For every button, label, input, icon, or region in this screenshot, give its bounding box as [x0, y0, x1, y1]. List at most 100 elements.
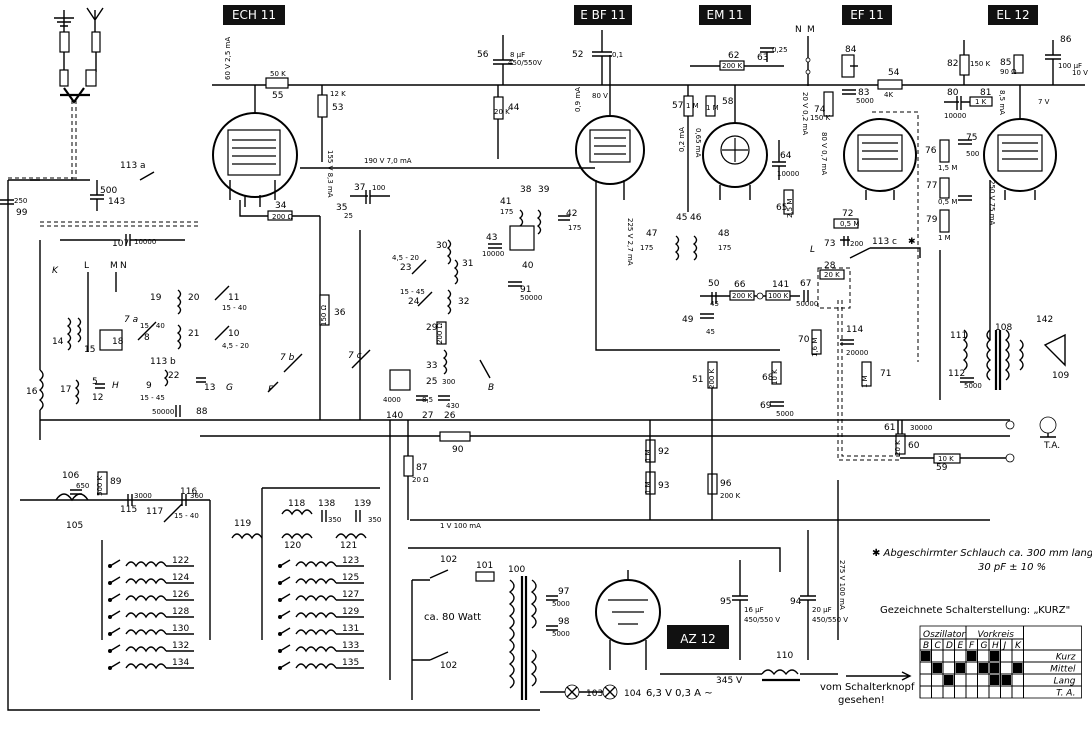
svg-text:96: 96: [720, 479, 732, 489]
svg-text:5000: 5000: [552, 630, 570, 638]
svg-text:20 V 0,2 mA: 20 V 0,2 mA: [801, 92, 809, 135]
svg-text:4,5 - 20: 4,5 - 20: [222, 342, 249, 350]
svg-text:67: 67: [800, 279, 811, 289]
svg-text:360: 360: [190, 492, 203, 500]
svg-text:81: 81: [980, 88, 991, 98]
svg-text:300: 300: [442, 378, 455, 386]
coil-133: 133: [278, 641, 364, 653]
svg-text:200 K: 200 K: [720, 492, 741, 500]
svg-text:138: 138: [318, 499, 335, 509]
svg-text:7 V: 7 V: [1038, 98, 1050, 106]
svg-text:20 K: 20 K: [494, 108, 510, 116]
svg-text:N: N: [795, 25, 802, 35]
svg-text:80 V 0,7 mA: 80 V 0,7 mA: [820, 132, 828, 175]
svg-text:71: 71: [880, 369, 891, 379]
svg-text:M: M: [110, 261, 118, 271]
svg-text:85: 85: [1000, 58, 1011, 68]
coil-label: 133: [342, 641, 359, 651]
grid-col-C: C: [935, 641, 942, 651]
svg-text:1 M: 1 M: [644, 481, 652, 494]
svg-text:37: 37: [354, 183, 365, 193]
svg-text:7 a: 7 a: [124, 315, 138, 325]
svg-text:5: 5: [92, 377, 98, 387]
top-components: 56 8 µF 450/550V 52 0,1 62 200 K 63 0,25…: [224, 25, 1088, 212]
svg-text:1 M: 1 M: [861, 375, 869, 388]
svg-text:1 M: 1 M: [686, 102, 699, 110]
svg-text:200 Ω: 200 Ω: [436, 322, 444, 344]
svg-text:150 Ω: 150 Ω: [320, 304, 328, 326]
svg-text:90 Ω: 90 Ω: [1000, 68, 1017, 76]
tube-label-el12: EL 12: [988, 5, 1038, 25]
grid-col-F: F: [969, 641, 975, 651]
svg-text:ca. 80 Watt: ca. 80 Watt: [424, 612, 481, 623]
svg-text:20: 20: [188, 293, 200, 303]
tube-label-em11: EM 11: [699, 5, 751, 25]
svg-text:59: 59: [936, 463, 948, 473]
svg-text:200 K: 200 K: [732, 292, 753, 300]
svg-text:B: B: [488, 383, 494, 393]
svg-text:83: 83: [858, 88, 869, 98]
svg-text:ECH 11: ECH 11: [232, 8, 276, 22]
rail-left: [7, 179, 40, 500]
svg-text:15: 15: [84, 345, 95, 355]
svg-text:113 b: 113 b: [150, 357, 176, 367]
svg-text:120: 120: [284, 541, 301, 551]
svg-text:143: 143: [108, 197, 125, 207]
svg-text:350: 350: [328, 516, 341, 524]
svg-text:33: 33: [426, 361, 437, 371]
coil-130: 130: [108, 624, 194, 636]
svg-text:450/550V: 450/550V: [508, 59, 542, 67]
svg-text:140: 140: [386, 411, 403, 421]
coil-135: 135: [278, 658, 364, 670]
svg-text:10000: 10000: [777, 170, 799, 178]
af-section: 72 0,5 M 73 200 113 c ✱ L 28 20 K 50 45 …: [682, 209, 921, 461]
coil-label: 131: [342, 624, 359, 634]
svg-text:8: 8: [144, 333, 150, 343]
svg-text:86: 86: [1060, 35, 1072, 45]
svg-text:32: 32: [458, 297, 469, 307]
svg-text:19: 19: [150, 293, 162, 303]
grid-row-3: T. A.: [1056, 689, 1075, 699]
svg-text:0,5 M: 0,5 M: [840, 220, 859, 228]
svg-text:0,5 M: 0,5 M: [938, 198, 957, 206]
antenna-ground-symbols: [54, 7, 104, 180]
svg-text:500 K: 500 K: [96, 475, 104, 496]
svg-text:82: 82: [947, 59, 958, 69]
note-knob-1: vom Schalterknopf: [820, 682, 915, 693]
svg-text:N: N: [120, 261, 127, 271]
svg-text:68: 68: [762, 373, 774, 383]
svg-text:200: 200: [850, 240, 863, 248]
svg-text:105: 105: [66, 521, 83, 531]
svg-text:56: 56: [477, 50, 489, 60]
svg-text:175: 175: [718, 244, 731, 252]
tube-label-az12: AZ 12: [667, 625, 729, 649]
svg-text:10 V: 10 V: [1072, 69, 1088, 77]
svg-text:EF 11: EF 11: [850, 8, 884, 22]
svg-text:190 V 7,0 mA: 190 V 7,0 mA: [364, 157, 412, 165]
svg-text:139: 139: [354, 499, 371, 509]
lower-middle: 61 30000 20 K 60 1 M 90 1 M 92 1 M 93 96…: [200, 388, 1060, 530]
notes: ✱ Abgeschirmter Schlauch ca. 300 mm lang…: [820, 548, 1092, 706]
svg-text:14: 14: [52, 337, 64, 347]
svg-text:58: 58: [722, 97, 734, 107]
svg-text:118: 118: [288, 499, 305, 509]
second-row-components: 190 V 7,0 mA 34 200 Ω 37 100 64 10000 65…: [239, 132, 996, 340]
output-transformer-speaker: 111 108 142 109 112 5000: [939, 250, 1069, 400]
svg-text:20 K: 20 K: [824, 271, 840, 279]
svg-text:112: 112: [948, 369, 965, 379]
svg-text:49: 49: [682, 315, 694, 325]
tube-label-ech11: ECH 11: [223, 5, 285, 25]
svg-text:0,2 mA: 0,2 mA: [678, 127, 686, 152]
grid-row-0: Kurz: [1056, 653, 1076, 663]
svg-text:225 V 2,7 mA: 225 V 2,7 mA: [626, 218, 634, 266]
grid-col-J: J: [1002, 641, 1007, 651]
svg-text:27: 27: [422, 411, 433, 421]
svg-text:75: 75: [966, 133, 977, 143]
svg-text:9: 9: [146, 381, 152, 391]
coil-131: 131: [278, 624, 364, 636]
svg-text:500: 500: [100, 186, 117, 196]
coil-126: 126: [108, 590, 194, 602]
svg-text:20 µF: 20 µF: [812, 606, 832, 614]
